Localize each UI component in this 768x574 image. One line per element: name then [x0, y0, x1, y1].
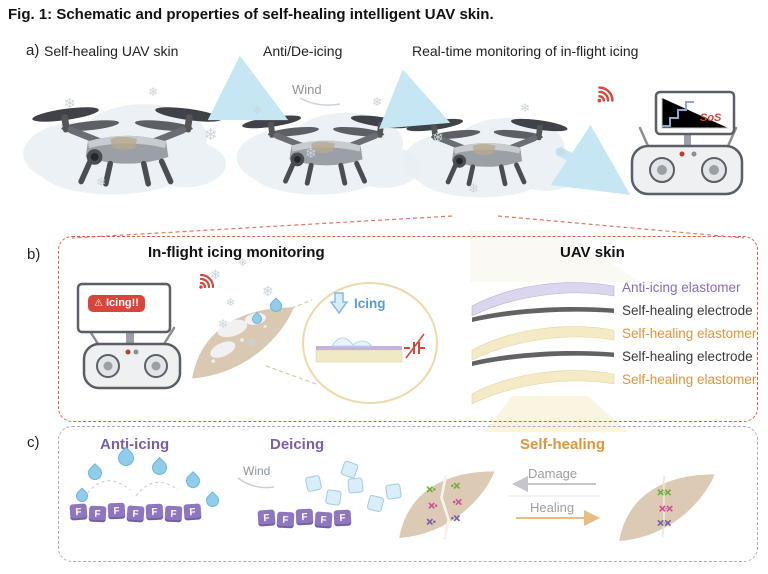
skin-layer-shape — [468, 364, 618, 404]
panel-a-heading-2: Anti/De-icing — [263, 43, 343, 59]
fluorine-block: F — [164, 505, 183, 523]
fluorine-block: F — [126, 505, 145, 523]
figure-caption: Fig. 1: Schematic and properties of self… — [8, 6, 494, 23]
snowflake-icon: ❄ — [210, 267, 221, 282]
snowflake-icon: ❄ — [64, 95, 76, 111]
panel-b-label: b) — [27, 246, 41, 263]
deicing-heading: Deicing — [270, 436, 325, 453]
damage-label: Damage — [528, 466, 578, 481]
icing-alert-text: Icing!! — [105, 297, 139, 309]
fluorine-block: F — [257, 509, 276, 527]
wifi-signal-icon — [594, 80, 620, 106]
fluorine-block: F — [69, 503, 88, 521]
snowflake-icon: ❄ — [520, 101, 531, 115]
layer-label-self-healing-electrode: Self-healing electrode — [622, 349, 753, 364]
snowflake-icon: ❄ — [246, 335, 257, 350]
snowflake-icon: ❄ — [305, 145, 317, 161]
ice-cube-icon — [304, 474, 323, 493]
remote-controller-illustration — [612, 88, 762, 200]
down-arrow-icon — [330, 292, 348, 314]
remote-controller-art — [630, 90, 744, 196]
fluorine-block: F — [107, 502, 126, 520]
panel-c-label: c) — [27, 434, 40, 451]
snowflake-icon: ❄ — [238, 257, 248, 269]
ice-cube-icon — [347, 477, 364, 494]
snowflake-icon: ❄ — [218, 317, 229, 331]
ice-cube-icon — [385, 483, 402, 500]
wind-label: Wind — [243, 464, 271, 478]
fluorine-block: F — [276, 511, 295, 529]
panel-a-heading-1: Self-healing UAV skin — [44, 43, 179, 59]
ice-cube-icon — [325, 489, 342, 506]
snowflake-icon: ❄ — [432, 129, 444, 145]
fluorine-block: F — [88, 505, 107, 523]
snowflake-icon: ❄ — [262, 283, 274, 299]
snowflake-icon: ❄ — [204, 127, 218, 144]
snowflake-icon: ❄ — [556, 145, 567, 159]
snowflake-icon: ❄ — [252, 103, 263, 117]
fluorine-block: F — [295, 508, 314, 526]
icing-alert-badge: ⚠ Icing!! — [88, 295, 145, 312]
uav-drone-illustration — [242, 102, 410, 201]
broken-circuit-icon — [404, 333, 425, 359]
healing-label: Healing — [530, 500, 575, 515]
snowflake-icon: ❄ — [148, 85, 159, 99]
uav-skin-wing-illustration — [182, 292, 302, 388]
sos-screen-text: SoS — [700, 112, 722, 124]
damaged-wing-illustration — [392, 452, 500, 541]
fluorine-block: F — [333, 509, 352, 527]
panel-b-title-left: In-flight icing monitoring — [148, 244, 325, 261]
uav-drone-illustration — [406, 106, 568, 201]
icing-label: Icing — [354, 296, 386, 311]
layer-label-self-healing-electrode: Self-healing electrode — [622, 303, 753, 318]
panel-c-frame — [58, 426, 758, 562]
warning-icon: ⚠ — [94, 297, 103, 309]
anti-icing-heading: Anti-icing — [100, 436, 170, 453]
panel-b-title-right: UAV skin — [560, 244, 625, 261]
layer-label-self-healing-elastomer: Self-healing elastomer — [622, 372, 757, 387]
healed-wing-illustration — [612, 456, 720, 554]
snowflake-icon: ❄ — [372, 95, 383, 109]
panel-a-label: a) — [26, 42, 40, 59]
cross-section-inset: Icing — [302, 282, 438, 404]
skin-cross-section — [315, 333, 425, 363]
self-healing-heading: Self-healing — [520, 436, 606, 453]
snowflake-icon: ❄ — [226, 297, 236, 309]
wind-label: Wind — [292, 82, 322, 97]
fluorine-block: F — [183, 503, 202, 521]
fluorine-block: F — [145, 503, 164, 521]
panel-a-heading-3: Real-time monitoring of in-flight icing — [412, 43, 639, 59]
uav-drone-illustration — [32, 92, 222, 204]
layer-label-self-healing-elastomer: Self-healing elastomer — [622, 326, 757, 341]
snowflake-icon: ❄ — [468, 181, 479, 196]
fluorine-block: F — [314, 511, 333, 529]
snowflake-icon: ❄ — [96, 175, 107, 189]
layer-label-anti-icing-elastomer: Anti-icing elastomer — [622, 280, 741, 295]
